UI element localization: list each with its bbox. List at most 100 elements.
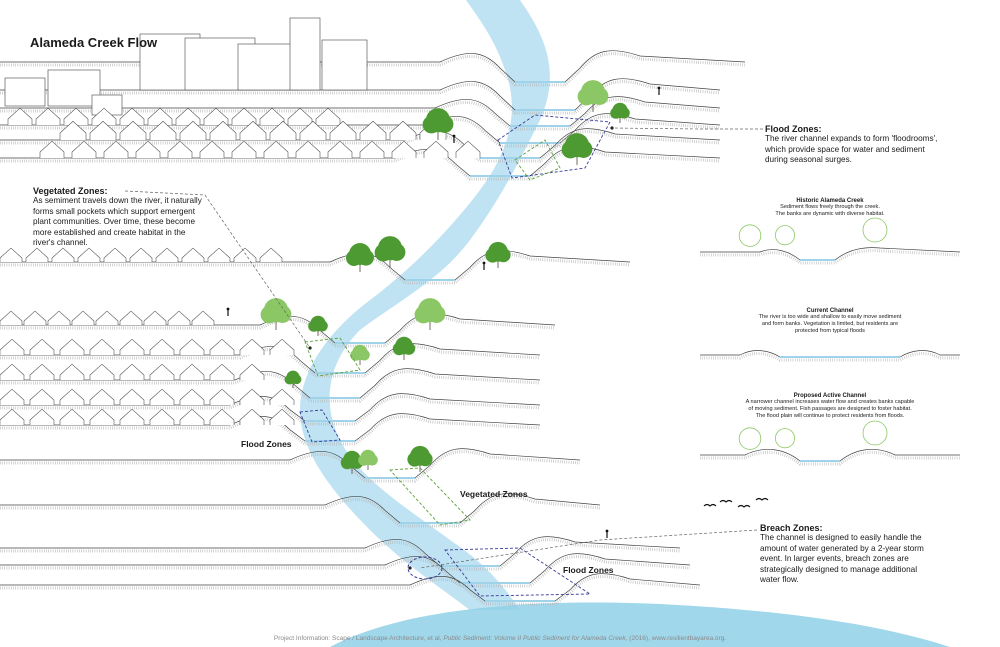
tree-13-canopy-right	[291, 374, 302, 385]
panel-proposed-line-1: A narrower channel increases water flow …	[745, 399, 915, 405]
panel-current-heading: Current Channel	[806, 308, 854, 314]
person-figure-2	[452, 134, 456, 143]
tree-3-canopy-right	[618, 107, 630, 119]
project-information-footer: Project Information: Scape / Landscape A…	[0, 635, 1000, 642]
terrain-line-13	[0, 448, 581, 479]
house-9-270	[269, 408, 295, 425]
tree-5	[346, 243, 374, 272]
panel-tree-1-1	[775, 225, 796, 246]
tree-1-canopy-right	[435, 115, 454, 133]
tree-6-canopy-left	[374, 243, 393, 262]
person-head-3	[482, 261, 486, 265]
vegetated-zone-outline-low	[389, 467, 471, 526]
house-3-456	[455, 140, 481, 158]
house-7-90	[89, 363, 115, 380]
flood-zone-outline-mid	[299, 409, 341, 443]
house-3-296	[295, 140, 321, 158]
house-8-240	[239, 388, 265, 405]
house-2-300	[299, 120, 327, 140]
house-3-168	[167, 140, 193, 158]
house-5-48	[47, 310, 71, 325]
breach-zones-callout: Breach Zones: The channel is designed to…	[760, 523, 924, 586]
panel-proposed: Proposed Active Channel A narrower chann…	[705, 393, 955, 421]
tree-2-canopy-left	[577, 87, 596, 106]
terrain-line-1	[0, 50, 746, 83]
panel-proposed-line-3: The flood plain will continue to protect…	[755, 413, 905, 420]
panel-current: Current Channel The river is too wide an…	[705, 308, 955, 336]
house-7-30	[29, 363, 55, 380]
tree-6-canopy-right	[387, 243, 406, 261]
tree-5-canopy-left	[346, 250, 362, 266]
house-2-180	[179, 120, 207, 140]
tree-11	[350, 344, 370, 365]
house-3-72	[71, 140, 97, 158]
panel-current-line-2: and form banks. Vegetation is limited, b…	[761, 321, 899, 328]
house-2-390	[389, 120, 417, 140]
leader-flood-top-dot	[610, 126, 614, 130]
trees	[260, 80, 630, 474]
tree-9-canopy-right	[316, 320, 328, 332]
house-2-90	[89, 120, 117, 140]
house-2-150	[149, 120, 177, 140]
house-9-180	[179, 408, 205, 425]
panel-current-line-1: The river is too wide and shallow to eas…	[758, 314, 902, 320]
breach-zone-ellipse	[407, 556, 443, 580]
house-9-90	[89, 408, 115, 425]
panel-section-stipple-2	[700, 352, 960, 362]
house-6-0	[0, 338, 25, 355]
tower-7	[289, 17, 321, 91]
house-6-30	[29, 338, 55, 355]
house-4-182	[181, 247, 205, 262]
zone-outlines	[299, 114, 611, 597]
person-figure-5	[605, 529, 609, 538]
house-6-210	[209, 338, 235, 355]
flood-zones-label-bottom: Flood Zones	[563, 565, 614, 575]
person-figure-1	[657, 86, 661, 95]
terrain-line-15	[0, 536, 681, 567]
house-4-130	[129, 247, 153, 262]
panel-historic-line-1: Sediment flows freely through the creek.	[780, 204, 880, 210]
tree-10	[414, 298, 446, 330]
creek-water	[300, 0, 950, 647]
house-4-78	[77, 247, 101, 262]
tree-9-canopy-left	[308, 320, 320, 332]
breach-zones-line-2: amount of water generated by a 2-year st…	[760, 543, 924, 553]
terrain-stipple-3	[0, 98, 721, 131]
footer-tail: (2016), www.resilientbayarea.org.	[627, 635, 727, 642]
house-3-40	[39, 140, 65, 158]
vegetated-zones-line-5: river's channel.	[33, 238, 88, 247]
tree-8-canopy-right	[273, 305, 292, 323]
tree-15-canopy-right	[366, 454, 378, 466]
leader-flood-top	[611, 127, 763, 130]
house-1-260	[259, 107, 285, 125]
tree-7	[485, 241, 511, 268]
house-6-60	[59, 338, 85, 355]
house-7-150	[149, 363, 175, 380]
panel-tree-3-2	[862, 420, 888, 446]
house-5-192	[191, 310, 215, 325]
breach-zones-line-1: The channel is designed to easily handle…	[760, 533, 922, 542]
house-9-60	[59, 408, 85, 425]
section-panel-drawing-3	[700, 420, 960, 466]
tree-2-canopy-right	[590, 87, 609, 105]
house-4-208	[207, 247, 231, 262]
tree-14-canopy-left	[340, 456, 354, 470]
terrain-stipple-11	[0, 395, 541, 426]
vegetated-zone-outline-mid	[304, 337, 361, 377]
house-4-0	[0, 247, 23, 262]
person-head-5	[605, 529, 609, 533]
house-1-176	[175, 107, 201, 125]
tree-4-canopy-left	[561, 140, 580, 159]
panel-section-line-3	[700, 448, 960, 462]
house-1-120	[119, 107, 145, 125]
house-2-330	[329, 120, 357, 140]
breach-zones-heading: Breach Zones:	[760, 523, 823, 533]
house-8-180	[179, 388, 205, 405]
house-7-240	[239, 363, 265, 380]
tree-2	[577, 80, 609, 112]
tree-8-canopy-left	[260, 305, 279, 324]
tree-10-canopy-right	[427, 305, 446, 323]
house-8-60	[59, 388, 85, 405]
tree-4	[561, 133, 593, 165]
flood-zones-callout: Flood Zones: The river channel expands t…	[765, 124, 937, 166]
